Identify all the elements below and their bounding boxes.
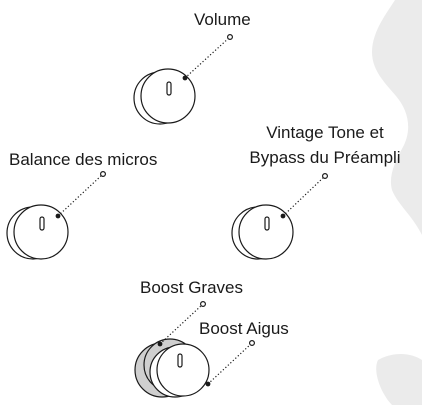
vintage-tone-label: Vintage Tone et Bypass du Préampli	[230, 122, 420, 168]
volume-leader	[182, 33, 234, 81]
boost-aigus-label: Boost Aigus	[199, 319, 289, 338]
boost-aigus-knob[interactable]	[149, 343, 210, 398]
balance-label: Balance des micros	[9, 150, 158, 169]
vintage-tone-leader	[280, 173, 329, 219]
boost-aigus-leader	[205, 340, 256, 387]
volume-knob[interactable]	[133, 68, 196, 125]
vintage-tone-label-line1: Vintage Tone et	[266, 123, 384, 142]
vintage-tone-knob[interactable]	[231, 204, 294, 260]
balance-leader	[55, 171, 106, 219]
boost-graves-label: Boost Graves	[140, 278, 243, 297]
volume-label: Volume	[194, 10, 251, 29]
background-watermark	[372, 0, 422, 405]
boost-graves-leader	[157, 301, 207, 347]
balance-knob[interactable]	[6, 204, 69, 260]
vintage-tone-label-line2: Bypass du Préampli	[249, 148, 401, 167]
